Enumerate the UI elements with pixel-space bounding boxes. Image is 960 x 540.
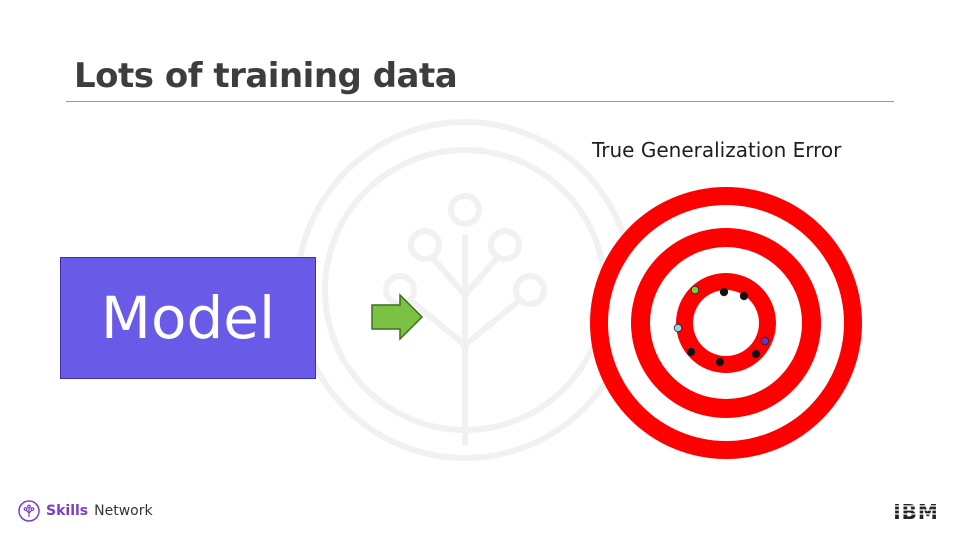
target-caption: True Generalization Error (592, 138, 842, 162)
target-dot (686, 347, 696, 357)
target-dot (719, 287, 729, 297)
target-dot (739, 291, 749, 301)
skills-network-watermark-icon (294, 119, 636, 461)
bullseye-icon (590, 187, 862, 459)
target-dot (760, 336, 770, 346)
target-dot (673, 323, 683, 333)
slide-title: Lots of training data (74, 56, 458, 96)
right-arrow-icon (371, 293, 424, 341)
title-divider (66, 101, 894, 102)
ibm-logo-text: IBM (893, 501, 939, 523)
model-label: Model (100, 284, 276, 352)
target-center (693, 290, 759, 356)
skills-network-brand: Skills Network (18, 500, 153, 522)
skills-network-logo-icon (18, 500, 40, 522)
ibm-logo: IBM (891, 501, 941, 523)
target-dot (690, 285, 700, 295)
model-box: Model (60, 257, 316, 379)
brand-name-strong: Skills (46, 503, 89, 519)
target-dot (715, 357, 725, 367)
brand-name-light: Network (94, 503, 153, 519)
target-dot (751, 349, 761, 359)
